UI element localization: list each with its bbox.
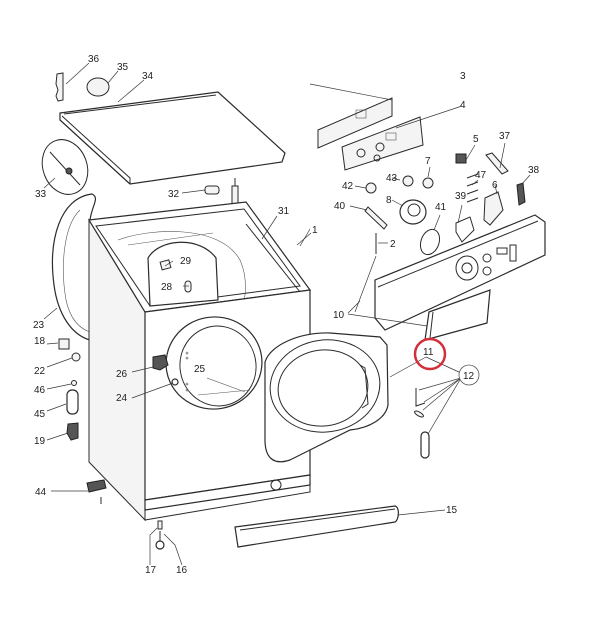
bracket-part-36 (55, 72, 64, 102)
callout-34[interactable]: 34 (142, 71, 154, 82)
callout-labels: 36 35 34 33 32 31 1 29 28 23 18 22 46 45… (33, 54, 540, 576)
callout-46[interactable]: 46 (34, 385, 46, 396)
callout-12[interactable]: 12 (463, 371, 475, 382)
callout-42[interactable]: 42 (342, 181, 354, 192)
callout-5[interactable]: 5 (473, 134, 479, 145)
circuit-board-part-3 (317, 97, 393, 149)
callout-2[interactable]: 2 (390, 239, 396, 250)
callout-37[interactable]: 37 (499, 131, 511, 142)
callout-36[interactable]: 36 (88, 54, 100, 65)
part-12-group (414, 388, 430, 459)
part-28 (184, 280, 192, 293)
callout-circle-12 (458, 364, 480, 386)
leader-lines (43, 62, 531, 566)
callout-17[interactable]: 17 (145, 565, 157, 576)
callout-41[interactable]: 41 (435, 202, 447, 213)
part-47 (466, 173, 479, 203)
callout-43b[interactable]: 43 (386, 173, 398, 184)
hinge-screw-part-24 (171, 378, 179, 386)
dispenser-drawer-part (424, 289, 491, 341)
part-40 (364, 206, 388, 230)
spring-part (231, 178, 239, 205)
callout-29[interactable]: 29 (180, 256, 192, 267)
callout-16[interactable]: 16 (176, 565, 188, 576)
callout-24[interactable]: 24 (116, 393, 128, 404)
part-7 (422, 177, 434, 189)
door-hinge-part-26 (152, 354, 169, 371)
callout-38[interactable]: 38 (528, 165, 540, 176)
part-5 (455, 153, 467, 164)
callout-31[interactable]: 31 (278, 206, 290, 217)
knob-part-8 (399, 199, 427, 225)
callout-33[interactable]: 33 (35, 189, 47, 200)
callout-26[interactable]: 26 (116, 369, 128, 380)
callout-40[interactable]: 40 (334, 201, 346, 212)
callout-28[interactable]: 28 (161, 282, 173, 293)
callout-8[interactable]: 8 (386, 195, 392, 206)
part-43 (402, 175, 414, 187)
kick-plate-part-15 (234, 505, 399, 548)
part-39 (455, 216, 475, 243)
callout-44[interactable]: 44 (35, 487, 47, 498)
part-37 (485, 152, 509, 175)
part-42 (365, 182, 377, 194)
part-46 (71, 380, 77, 386)
rod-assembly-part-33 (41, 139, 89, 195)
door-seal-part-23 (51, 193, 97, 341)
part-44 (86, 479, 107, 504)
callout-18[interactable]: 18 (34, 336, 46, 347)
part-18 (58, 338, 70, 350)
callout-3[interactable]: 3 (460, 71, 466, 82)
foot-part-16 (155, 520, 165, 550)
part-6 (483, 191, 504, 226)
callout-35[interactable]: 35 (117, 62, 129, 73)
callout-45[interactable]: 45 (34, 409, 46, 420)
callout-6[interactable]: 6 (492, 180, 498, 191)
callout-22[interactable]: 22 (34, 366, 46, 377)
callout-25[interactable]: 25 (194, 364, 206, 375)
callout-1[interactable]: 1 (312, 225, 318, 236)
clip-part-32 (204, 185, 220, 195)
ring-part-41 (419, 228, 441, 256)
part-22 (71, 352, 81, 362)
cabinet-part-1 (87, 201, 312, 522)
door-part-11 (264, 332, 389, 463)
callout-32[interactable]: 32 (168, 189, 180, 200)
clip-part-35 (86, 77, 110, 97)
callout-7[interactable]: 7 (425, 156, 431, 167)
callout-10[interactable]: 10 (333, 310, 345, 321)
part-19 (66, 422, 79, 441)
callout-47[interactable]: 47 (475, 170, 487, 181)
callout-4[interactable]: 4 (460, 100, 466, 111)
callout-39[interactable]: 39 (455, 191, 467, 202)
part-29 (159, 259, 172, 271)
callout-15[interactable]: 15 (446, 505, 458, 516)
panel-frame-part-4 (341, 116, 424, 171)
callout-19[interactable]: 19 (34, 436, 46, 447)
part-38 (516, 182, 526, 206)
callout-11[interactable]: 11 (423, 347, 434, 358)
part-45 (66, 389, 79, 415)
callout-23[interactable]: 23 (33, 320, 45, 331)
highlight-circle (413, 337, 447, 371)
top-lid-part (59, 91, 286, 185)
